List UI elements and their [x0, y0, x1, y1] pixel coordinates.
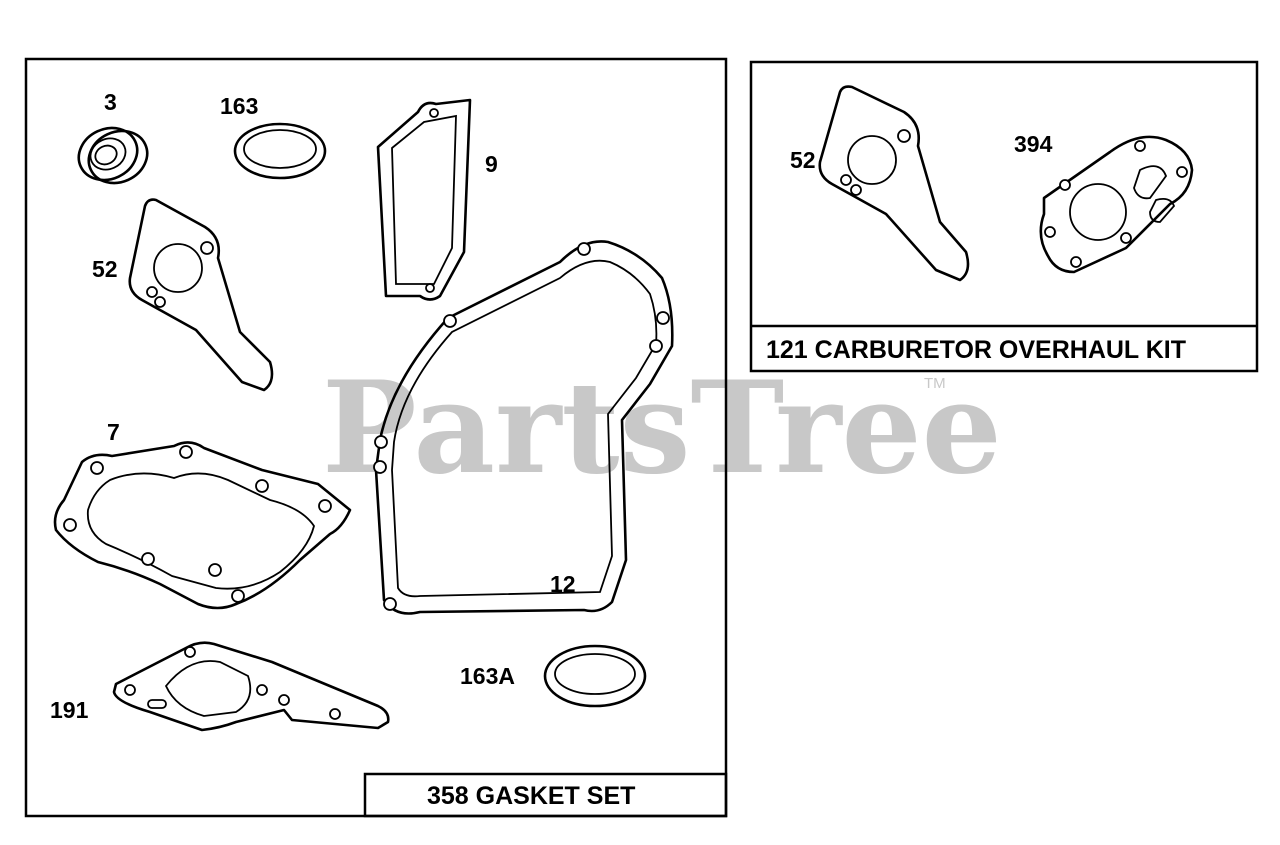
- label-394: 394: [1014, 131, 1053, 157]
- washer-part: [543, 644, 647, 708]
- label-9: 9: [485, 151, 498, 177]
- label-7: 7: [107, 419, 120, 445]
- carburetor-kit-frame: [749, 60, 1259, 373]
- label-52-right: 52: [790, 147, 816, 173]
- o-ring-part: [233, 122, 327, 180]
- label-3: 3: [104, 89, 117, 115]
- oil-seal-part: [77, 126, 149, 185]
- label-163: 163: [220, 93, 258, 119]
- watermark: PartsTree TM: [322, 354, 1002, 502]
- watermark-text: PartsTree: [322, 354, 1002, 502]
- watermark-tm: TM: [924, 375, 946, 392]
- gasket-set-caption: 358 GASKET SET: [427, 782, 635, 810]
- intake-gasket-part-right: [818, 85, 970, 282]
- label-191: 191: [50, 697, 89, 723]
- gasket-set-caption-box: [363, 772, 728, 818]
- breather-gasket-part: [376, 98, 472, 301]
- valve-gasket-part: [112, 641, 390, 732]
- label-52-left: 52: [92, 256, 118, 282]
- label-12: 12: [550, 571, 576, 597]
- label-163A: 163A: [460, 663, 515, 689]
- head-gasket-part: [53, 441, 352, 610]
- carb-gasket-part: [1039, 135, 1194, 274]
- crankcase-gasket-part: [373, 240, 674, 615]
- gasket-set-panel: 358 GASKET SET 3 163 9: [24, 57, 728, 818]
- carburetor-kit-caption: 121 CARBURETOR OVERHAUL KIT: [766, 336, 1186, 364]
- carburetor-kit-panel: 121 CARBURETOR OVERHAUL KIT 52 394: [749, 60, 1259, 373]
- intake-gasket-part-left: [128, 198, 274, 392]
